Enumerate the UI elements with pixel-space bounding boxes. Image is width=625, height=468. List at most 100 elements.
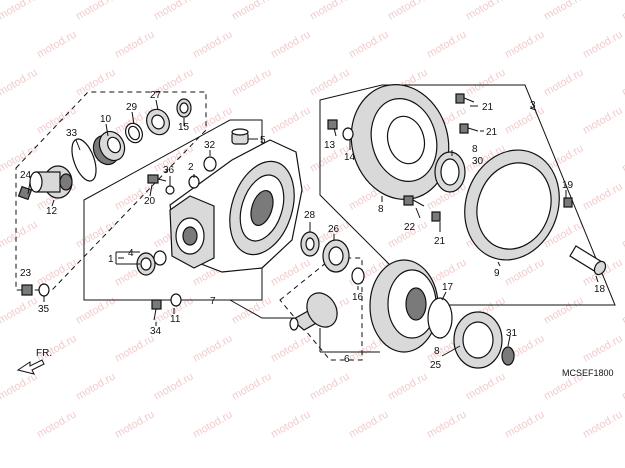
- callout-15: 15: [178, 122, 190, 133]
- front-label: FR.: [36, 348, 52, 359]
- watermark-text: motod.ru: [464, 66, 508, 98]
- watermark-text: motod.ru: [503, 28, 547, 60]
- callout-8-seal: 8: [472, 144, 478, 155]
- watermark-text: motod.ru: [620, 370, 625, 402]
- watermark-text: motod.ru: [35, 408, 79, 440]
- part-bolt-20: [147, 174, 167, 184]
- callout-8-lower: 8: [434, 346, 440, 357]
- watermark-text: motod.ru: [0, 218, 40, 250]
- callout-33: 33: [66, 128, 78, 139]
- callout-2: 2: [188, 162, 194, 173]
- callout-16: 16: [352, 292, 364, 303]
- part-cover-8: [350, 84, 450, 200]
- callout-12: 12: [46, 206, 58, 217]
- callout-11: 11: [170, 314, 181, 325]
- watermark-text: motod.ru: [542, 0, 586, 23]
- callout-7: 7: [210, 296, 216, 307]
- callout-18: 18: [594, 284, 606, 295]
- front-direction-marker: FR.: [16, 348, 52, 375]
- callout-34: 34: [150, 326, 162, 337]
- part-seal-30: [434, 151, 466, 193]
- watermark-text: motod.ru: [0, 294, 40, 326]
- callout-25: 25: [430, 360, 442, 371]
- watermark-text: motod.ru: [0, 66, 40, 98]
- part-washer-35: [38, 283, 50, 297]
- callout-35: 35: [38, 304, 50, 315]
- watermark-text: motod.ru: [308, 370, 352, 402]
- part-sleeve-18: [569, 245, 607, 276]
- watermark-text: motod.ru: [269, 332, 313, 364]
- callout-24: 24: [20, 170, 32, 181]
- callout-36: 36: [163, 165, 175, 176]
- part-pinion-6: [289, 292, 338, 331]
- callout-labels: 24 12 33 10 29 27 15 5 32 2 36 20 4 1 23…: [20, 90, 606, 371]
- watermark-text: motod.ru: [152, 370, 196, 402]
- callout-14: 14: [344, 152, 356, 163]
- watermark-text: motod.ru: [581, 104, 625, 136]
- diagram-code: MCSEF1800: [562, 368, 614, 378]
- watermark-text: motod.ru: [191, 408, 235, 440]
- part-bearing-28: [300, 231, 320, 257]
- part-washer-14: [342, 127, 354, 141]
- watermark-text: motod.ru: [542, 66, 586, 98]
- watermark-text: motod.ru: [620, 142, 625, 174]
- callout-1: 1: [108, 254, 114, 265]
- watermark-text: motod.ru: [464, 0, 508, 23]
- watermark-text: motod.ru: [0, 0, 40, 23]
- callout-4: 4: [128, 248, 134, 259]
- callout-3: 3: [530, 100, 536, 111]
- part-nut-13: [327, 119, 338, 130]
- watermark-text: motod.ru: [308, 0, 352, 23]
- callout-9: 9: [494, 268, 500, 279]
- part-ring-9: [464, 149, 560, 261]
- part-bearing-4: [136, 250, 167, 276]
- callout-10: 10: [100, 114, 112, 125]
- watermark-text: motod.ru: [230, 66, 274, 98]
- callout-28: 28: [304, 210, 316, 221]
- part-seal-15: [176, 98, 192, 118]
- watermark-text: motod.ru: [35, 28, 79, 60]
- callout-17: 17: [442, 282, 454, 293]
- callout-20: 20: [144, 196, 156, 207]
- watermark-text: motod.ru: [620, 66, 625, 98]
- watermark-text: motod.ru: [74, 370, 118, 402]
- part-oring-29: [125, 122, 143, 144]
- watermark-text: motod.ru: [386, 0, 430, 23]
- part-bolt-23: [21, 284, 33, 296]
- callout-29: 29: [126, 102, 138, 113]
- callout-26: 26: [328, 224, 340, 235]
- watermark-text: motod.ru: [620, 218, 625, 250]
- part-bolts-21: [431, 93, 479, 222]
- watermark-text: motod.ru: [542, 294, 586, 326]
- watermark-text: motod.ru: [113, 28, 157, 60]
- watermark-text: motod.ru: [35, 256, 79, 288]
- callout-27: 27: [150, 90, 162, 101]
- watermark-text: motod.ru: [0, 370, 40, 402]
- part-bolt-22: [403, 195, 425, 207]
- watermark-text: motod.ru: [269, 256, 313, 288]
- part-collar-12: [29, 165, 73, 199]
- part-nut-36: [165, 185, 175, 195]
- callout-21-low: 21: [434, 236, 446, 247]
- watermark-text: motod.ru: [269, 408, 313, 440]
- part-final-gear-case-7: [169, 139, 303, 273]
- watermark-text: motod.ru: [74, 66, 118, 98]
- watermark-text: motod.ru: [503, 256, 547, 288]
- part-cap-5: [231, 128, 249, 145]
- callout-30: 30: [472, 156, 484, 167]
- part-bearing-25: [453, 311, 503, 369]
- watermark-text: motod.ru: [191, 28, 235, 60]
- watermark-text: motod.ru: [191, 332, 235, 364]
- watermark-text: motod.ru: [581, 28, 625, 60]
- callout-13: 13: [324, 140, 336, 151]
- part-shim-17: [427, 297, 453, 339]
- callout-31: 31: [506, 328, 518, 339]
- watermark-text: motod.ru: [503, 104, 547, 136]
- watermark-text: motod.ru: [113, 332, 157, 364]
- leader-lines: [27, 99, 599, 357]
- callout-22: 22: [404, 222, 416, 233]
- watermark-text: motod.ru: [425, 408, 469, 440]
- watermark-text: motod.ru: [347, 28, 391, 60]
- watermark-text: motod.ru: [425, 28, 469, 60]
- watermark-text: motod.ru: [113, 408, 157, 440]
